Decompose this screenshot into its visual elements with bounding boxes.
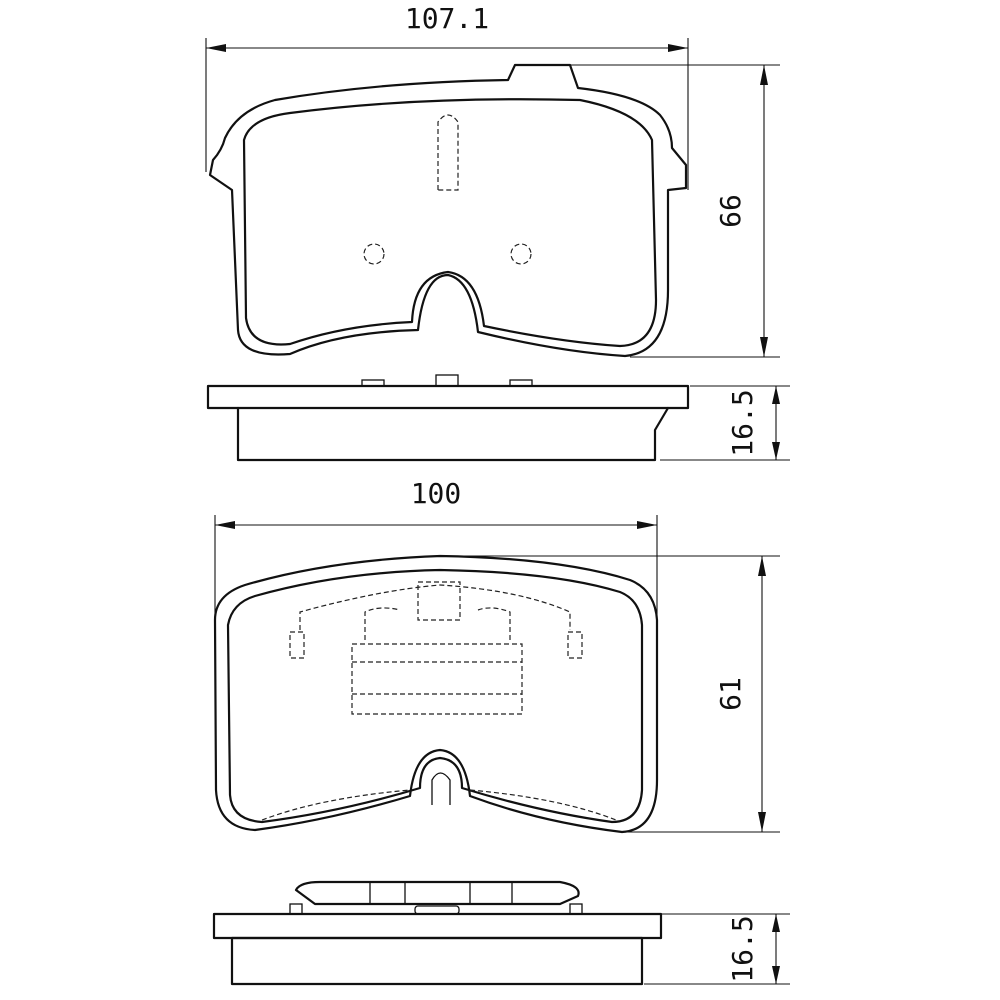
top-pad-hole-right [510, 243, 532, 265]
bottom-pad-front-view [213, 554, 659, 834]
dim-label-bottom-thickness: 16.5 [726, 915, 759, 982]
dim-label-top-thickness: 16.5 [726, 389, 759, 456]
dimension-bottom-height: 61 [440, 555, 780, 833]
top-pad-wear-slot [437, 114, 459, 191]
dim-label-top-height: 66 [714, 194, 747, 228]
dimension-bottom-width: 100 [214, 477, 658, 618]
bottom-pad-friction-material-outline [226, 568, 644, 824]
bottom-pad-spring-tab-left [289, 631, 305, 659]
bottom-pad-chamfer-right [469, 789, 617, 821]
top-pad-friction-material-outline [242, 98, 658, 348]
bottom-pad-side-center-rivet [414, 905, 460, 915]
dim-label-bottom-height: 61 [714, 677, 747, 711]
dim-label-top-width: 107.1 [405, 2, 489, 35]
top-pad-side-friction-block [236, 406, 670, 462]
bottom-pad-side-tab-right [569, 903, 583, 915]
bottom-pad-center-clip [417, 581, 461, 621]
top-pad-side-clip-right [509, 379, 533, 387]
dim-label-bottom-width: 100 [411, 477, 462, 510]
top-pad-side-clip-center [435, 374, 459, 387]
bottom-pad-side-tab-left [289, 903, 303, 915]
bottom-pad-notch-inner [431, 772, 451, 805]
bottom-pad-shim-block [351, 643, 523, 715]
bottom-pad-chamfer-left [261, 789, 411, 821]
top-pad-side-view [206, 374, 690, 462]
bottom-pad-side-backing-plate [212, 912, 663, 940]
top-pad-front-view [208, 63, 688, 358]
bottom-pad-side-view [212, 880, 663, 986]
dimension-bottom-thickness: 16.5 [644, 913, 790, 985]
dimension-top-thickness: 16.5 [660, 385, 790, 461]
bottom-pad-side-friction-block [230, 936, 644, 986]
dimension-top-height: 66 [570, 64, 780, 358]
top-pad-hole-left [363, 243, 385, 265]
bottom-pad-spring-tab-right [567, 631, 583, 659]
bottom-pad-spring-outline [299, 584, 571, 630]
top-pad-backing-plate-outline [208, 63, 688, 358]
bottom-pad-side-spring-clip [294, 880, 580, 906]
top-pad-side-backing-plate [206, 384, 690, 410]
dimension-top-width: 107.1 [205, 2, 689, 190]
top-pad-side-clip-left [361, 379, 385, 387]
bottom-pad-clip-arms [364, 607, 511, 640]
